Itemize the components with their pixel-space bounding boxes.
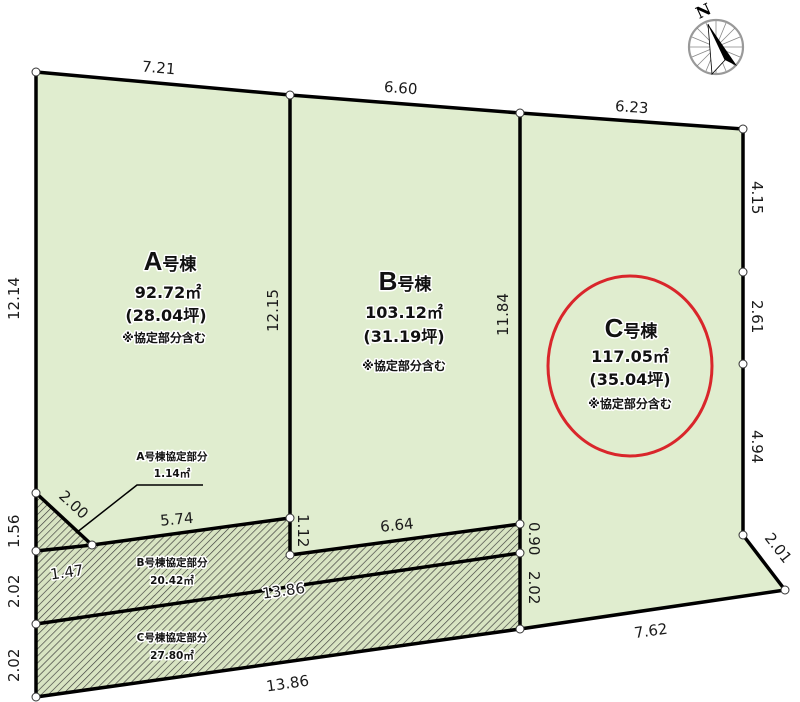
boundary-lines: [34, 70, 787, 699]
svg-text:A号棟: A号棟: [144, 246, 198, 276]
lot-b-label: B号棟 103.12㎡ (31.19坪) ※協定部分含む: [361, 265, 448, 375]
lot-c-label: C号棟 117.05㎡ (35.04坪) ※協定部分含む: [587, 312, 674, 413]
agreement-part-c-label: C号棟協定部分 27.80㎡: [135, 630, 209, 664]
lot-a-area-text: 92.72㎡: [135, 283, 202, 302]
lot-a-tsubo: (28.04坪): [125, 306, 206, 325]
dim-strip-middle: 13.86: [261, 579, 306, 603]
dim-right-lower: 4.94: [748, 430, 766, 463]
agreement-b-title: B号棟協定部分: [136, 556, 208, 569]
lot-b-area: [290, 95, 520, 555]
dim-right-middle: 2.61: [748, 300, 766, 333]
lot-c-highlight-circle: [546, 274, 714, 458]
agreement-b-area: 20.42㎡: [150, 574, 194, 587]
dim-strip-bottom: 13.86: [265, 672, 310, 696]
lot-b-note: ※協定部分含む: [362, 358, 446, 373]
dim-bottom-c: 7.62: [633, 620, 669, 642]
lot-a-suffix: 号棟: [162, 254, 197, 275]
lot-a-note: ※協定部分含む: [122, 330, 206, 345]
lot-b-suffix: 号棟: [397, 274, 432, 295]
agreement-a-title: A号棟協定部分: [136, 450, 208, 463]
lot-a-letter: A: [144, 246, 163, 276]
lot-b-tsubo: (31.19坪): [363, 327, 444, 346]
agreement-part-b-hatch: [36, 518, 520, 624]
agreement-a-area: 1.14㎡: [154, 467, 191, 480]
dim-left-a: 12.14: [5, 277, 23, 320]
dim-top-c: 6.23: [614, 97, 649, 117]
agreement-part-c-hatch: [36, 553, 520, 697]
lot-a-area: [36, 72, 290, 545]
lot-b-letter: B: [379, 266, 398, 296]
lot-c-tsubo: (35.04坪): [589, 370, 670, 389]
lot-c-suffix: 号棟: [623, 321, 658, 342]
dim-c-left-upper: 0.90: [525, 522, 543, 555]
lot-c-area: [520, 113, 785, 629]
agreement-c-title: C号棟協定部分: [137, 631, 208, 644]
lot-c-note: ※協定部分含む: [588, 396, 672, 411]
lot-c-letter: C: [605, 313, 624, 343]
dim-c-left-lower: 2.02: [525, 571, 543, 604]
dim-top-b: 6.60: [383, 78, 418, 99]
compass-north-label: N: [693, 0, 714, 23]
dim-left-202-upper: 2.02: [5, 575, 23, 608]
dim-b-jog: 1.12: [294, 514, 312, 547]
agreement-c-area: 27.80㎡: [150, 649, 194, 662]
dim-right-upper: 4.15: [748, 181, 766, 214]
dim-left-156: 1.56: [5, 515, 23, 548]
agreement-a-leader-line: [75, 484, 203, 534]
dim-top-a: 7.21: [141, 57, 176, 78]
svg-text:B号棟: B号棟: [379, 266, 433, 296]
dim-ab-divider: 12.15: [264, 289, 282, 332]
lot-b-area-text: 103.12㎡: [365, 303, 443, 322]
dim-a-bottom: 5.74: [159, 509, 194, 530]
dim-corner-cut-right: 2.01: [761, 529, 796, 566]
dim-b-bottom: 6.64: [379, 514, 414, 535]
north-compass-icon: N: [687, 0, 745, 76]
agreement-part-b-label: B号棟協定部分 20.42㎡: [135, 555, 210, 589]
svg-text:C号棟: C号棟: [605, 313, 659, 343]
agreement-part-a-label: A号棟協定部分 1.14㎡: [135, 449, 210, 482]
dim-bc-divider: 11.84: [494, 293, 512, 336]
lot-a-label: A号棟 92.72㎡ (28.04坪) ※協定部分含む: [121, 245, 208, 347]
survey-points: [31, 67, 790, 702]
dim-left-202-lower: 2.02: [5, 649, 23, 682]
lot-c-area-text: 117.05㎡: [591, 347, 669, 366]
